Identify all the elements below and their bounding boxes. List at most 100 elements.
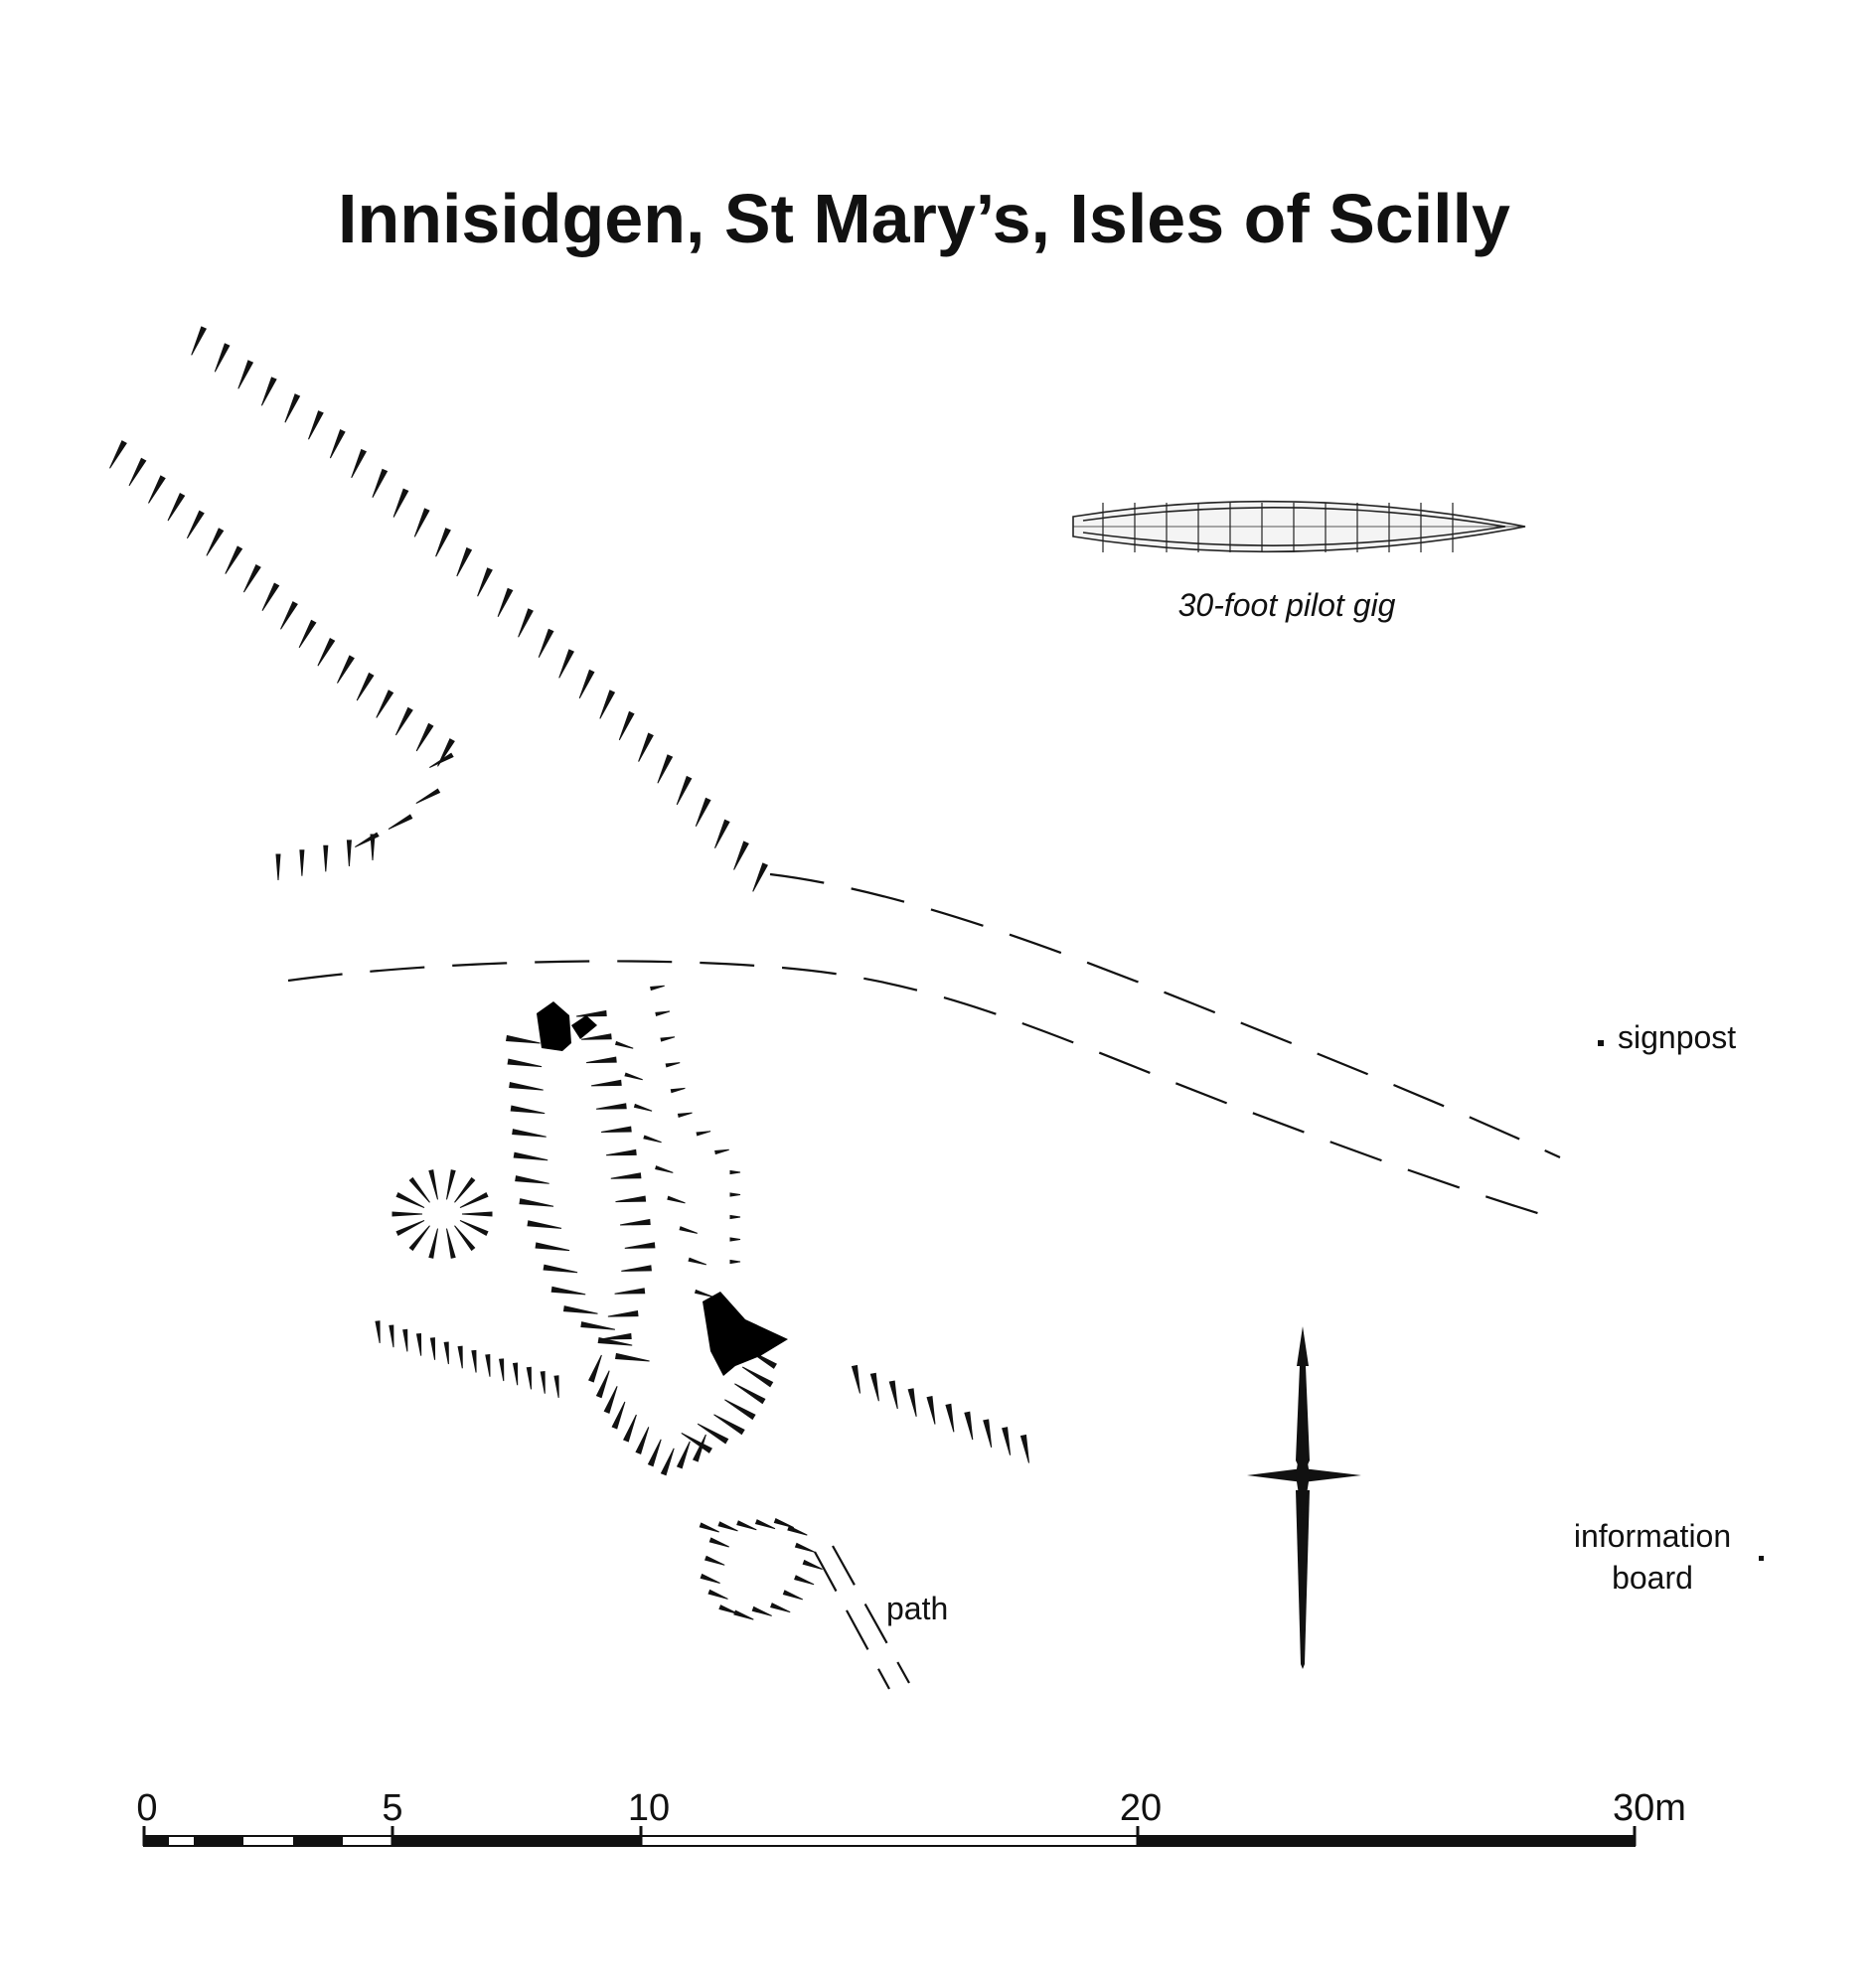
hachure-mark: [595, 1370, 610, 1399]
scale-tick-10: 10: [628, 1787, 670, 1829]
scale-bar: 0 5 10 20 30m: [136, 1787, 1686, 1847]
hachure-mark: [428, 1228, 438, 1259]
hachure-mark: [507, 1058, 543, 1068]
hachure-mark: [375, 1320, 381, 1343]
hachure-mark: [729, 1192, 741, 1197]
hachure-mark: [415, 1332, 422, 1356]
hachure-mark: [446, 1228, 456, 1259]
hachure-mark: [558, 649, 575, 679]
hachure-mark: [388, 814, 413, 830]
hachure-mark: [443, 1341, 449, 1365]
hachure-mark: [237, 360, 254, 389]
hachure-mark: [186, 510, 205, 539]
hachure-mark: [456, 546, 473, 577]
pilot-gig-boat-icon: [1072, 500, 1526, 553]
hachure-mark: [650, 985, 665, 992]
hachure-mark: [713, 1414, 745, 1436]
hachure-mark: [506, 1034, 541, 1044]
hachure-mark: [167, 493, 186, 522]
hachure-mark: [543, 1264, 578, 1274]
hachure-mark: [576, 1009, 607, 1017]
hachure-mark: [724, 1399, 756, 1421]
hachure-mark: [794, 1575, 815, 1586]
hachure-mark: [261, 582, 280, 611]
hachure-mark: [770, 1603, 791, 1613]
hachure-mark: [586, 1056, 617, 1064]
hachure-mark: [128, 457, 147, 487]
hachure-mark: [526, 1366, 532, 1390]
hachure-mark: [596, 1103, 627, 1110]
stones: [537, 1001, 788, 1376]
hachure-mark: [888, 1380, 898, 1410]
hachure-mark: [688, 1257, 706, 1266]
hachure-mark: [697, 1423, 729, 1445]
hachure-mark: [681, 1433, 713, 1453]
hachure-mark: [298, 619, 317, 649]
hachure-mark: [429, 752, 454, 769]
hachure-mark: [284, 393, 301, 423]
hachure-mark: [694, 1289, 713, 1298]
path-label: path: [886, 1591, 948, 1626]
hachure-mark: [550, 1286, 586, 1296]
hachure-mark: [643, 1135, 662, 1144]
hachure-mark: [413, 508, 430, 537]
hachure-mark: [623, 1414, 637, 1443]
hachure-mark: [733, 1609, 754, 1620]
hachure-mark: [665, 1062, 681, 1068]
hachure-mark: [752, 862, 769, 892]
hachure-mark: [601, 1126, 632, 1133]
hachure-mark: [945, 1403, 955, 1433]
hachure-mark: [351, 448, 368, 479]
hachure-mark: [983, 1419, 993, 1449]
hachure-mark: [535, 1242, 570, 1252]
hachure-mark: [729, 1237, 741, 1242]
hachure-mark: [964, 1411, 974, 1441]
hachure-mark: [700, 1573, 720, 1584]
hachure-mark: [1002, 1427, 1012, 1455]
hachure-mark: [337, 655, 355, 684]
hachure-mark: [614, 1288, 646, 1295]
hachure-mark: [376, 689, 394, 718]
hachure-mark: [714, 819, 730, 848]
scale-tick-30m: 30m: [1613, 1787, 1686, 1829]
hachure-mark: [851, 1364, 860, 1394]
hachure-mark: [402, 1328, 408, 1352]
hachure-mark: [408, 1225, 430, 1252]
hachure-mark: [599, 689, 616, 719]
hachure-mark: [782, 1590, 804, 1601]
hachure-mark: [581, 1033, 612, 1040]
hachure-mark: [624, 1242, 656, 1249]
hachure-mark: [1019, 1434, 1029, 1463]
hachure-mark: [708, 1537, 729, 1548]
hachure-mark: [754, 1519, 776, 1530]
hachure-mark: [109, 440, 127, 469]
hachure-mark: [618, 710, 635, 741]
hachure-mark: [429, 1337, 436, 1360]
hachure-mark: [299, 849, 305, 876]
track-dashed-lines: [287, 872, 1561, 1219]
hachure-mark: [471, 1349, 477, 1373]
hachure-mark: [225, 545, 243, 574]
hachure-mark: [459, 1220, 489, 1236]
hachure-mark: [372, 468, 389, 498]
hachure-mark: [275, 853, 281, 881]
scale-tick-20: 20: [1120, 1787, 1162, 1829]
hachure-mark: [329, 429, 346, 459]
hachure-mark: [485, 1354, 491, 1377]
hachure-mark: [679, 1226, 698, 1234]
hachure-mark: [729, 1259, 741, 1265]
hachure-mark: [499, 1358, 505, 1382]
hachure-mark: [509, 1081, 544, 1091]
hachure-mark: [718, 1605, 739, 1615]
hachure-mark: [615, 1352, 650, 1362]
hachure-mark: [527, 1220, 562, 1229]
hachure-mark: [389, 1324, 394, 1348]
hachure-mark: [512, 1129, 547, 1138]
hachure-mark: [435, 528, 451, 557]
hachure-mark: [802, 1559, 823, 1570]
hachure-mark: [717, 1521, 738, 1532]
hachure-mark: [603, 1386, 618, 1414]
scale-tick-0: 0: [136, 1787, 157, 1829]
scale-tick-5: 5: [382, 1787, 402, 1829]
